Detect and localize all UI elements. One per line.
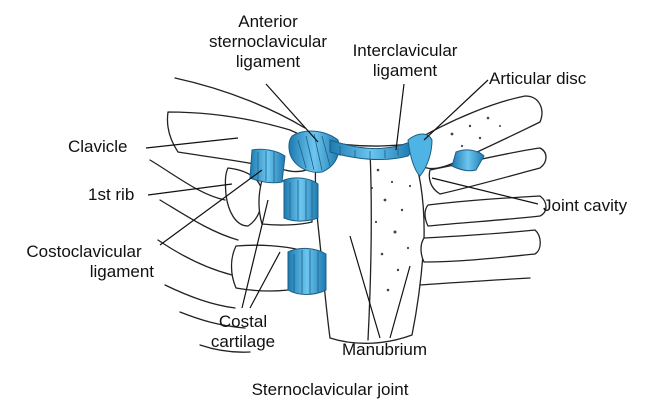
label-joint-cavity: Joint cavity [543, 196, 627, 216]
label-line: Costal [188, 312, 298, 332]
leader-interclavicular [396, 84, 404, 150]
right-rib-2 [425, 196, 546, 226]
label-line: Costoclavicular [4, 242, 164, 262]
label-costoclavicular-ligament: Costoclavicular ligament [4, 242, 164, 282]
label-line: ligament [4, 262, 164, 282]
label-anterior-sternoclavicular-ligament: Anterior sternoclavicular ligament [178, 12, 358, 72]
costal-ligament-upper [284, 178, 318, 221]
label-costal-cartilage: Costal cartilage [188, 312, 298, 352]
right-rib-outline [420, 278, 530, 285]
label-manubrium: Manubrium [342, 340, 427, 360]
right-rib-3 [421, 230, 540, 262]
label-clavicle: Clavicle [68, 137, 128, 157]
label-line: Anterior [178, 12, 358, 32]
label-interclavicular-ligament: Interclavicular ligament [340, 41, 470, 81]
label-first-rib: 1st rib [88, 185, 134, 205]
label-line: cartilage [188, 332, 298, 352]
label-articular-disc: Articular disc [489, 69, 586, 89]
label-line: sternoclavicular [178, 32, 358, 52]
figure-caption: Sternoclavicular joint [230, 380, 430, 400]
label-line: ligament [340, 61, 470, 81]
label-line: ligament [178, 52, 358, 72]
costoclavicular-ligament [250, 149, 285, 183]
label-line: Interclavicular [340, 41, 470, 61]
